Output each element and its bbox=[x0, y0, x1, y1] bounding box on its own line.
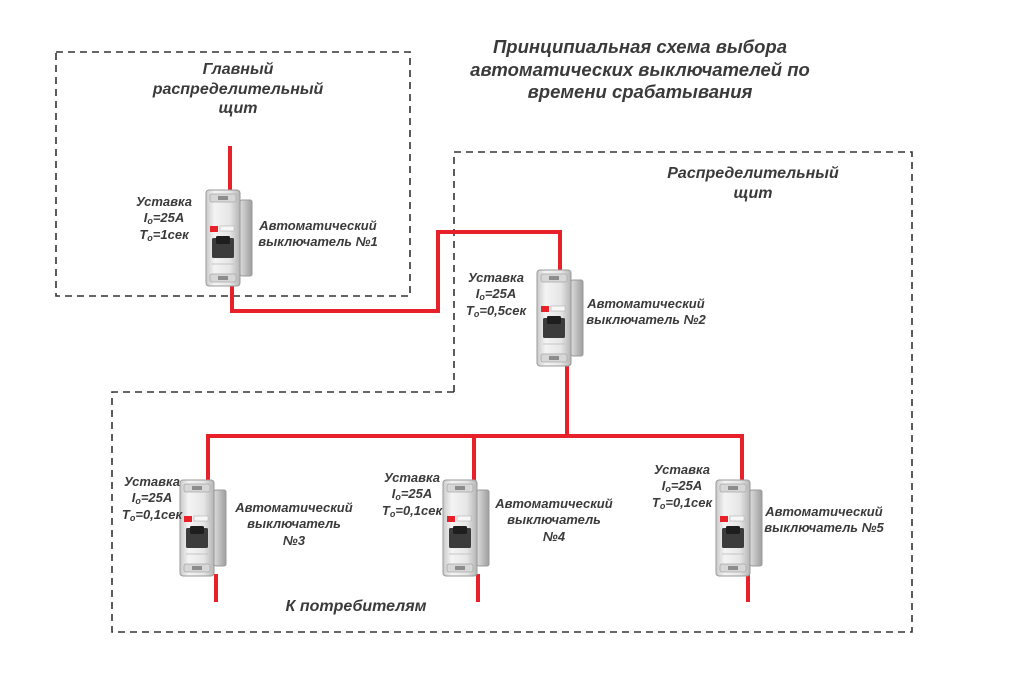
distribution-panel-label: Распределительный щит bbox=[648, 164, 858, 203]
title-line-2: автоматических выключателей по bbox=[470, 58, 810, 80]
time-value: =0,5сек bbox=[479, 302, 527, 318]
consumers-panel-border bbox=[111, 391, 913, 633]
subscript: о bbox=[473, 308, 480, 319]
setting-time: Tо=0,1сек bbox=[366, 503, 458, 519]
breaker-5-setting: Уставка Iо=25А Tо=0,1сек bbox=[636, 462, 728, 511]
setting-current: Iо=25А bbox=[636, 478, 728, 494]
main-panel-label-line: Главный bbox=[202, 61, 274, 78]
breaker-name-line: Автоматический bbox=[259, 218, 377, 233]
setting-current: Iо=25А bbox=[106, 490, 198, 506]
time-symbol: T bbox=[139, 226, 148, 242]
subscript: о bbox=[129, 512, 136, 523]
setting-title: Уставка bbox=[383, 470, 440, 485]
current-symbol: I bbox=[131, 490, 136, 506]
breaker-name-line: Автоматический bbox=[587, 296, 705, 311]
time-symbol: T bbox=[651, 494, 660, 510]
breaker-3-name: Автоматический выключатель №3 bbox=[224, 500, 364, 549]
current-symbol: I bbox=[143, 210, 148, 226]
breaker-name-line: №4 bbox=[542, 528, 566, 544]
breaker-name-line: выключатель №2 bbox=[586, 312, 706, 328]
setting-time: Tо=0,5сек bbox=[450, 303, 542, 319]
subscript: о bbox=[479, 292, 485, 303]
subscript: о bbox=[389, 508, 396, 519]
time-value: =1сек bbox=[152, 226, 189, 242]
time-symbol: T bbox=[465, 302, 474, 318]
breaker-2-setting: Уставка Iо=25А Tо=0,5сек bbox=[450, 270, 542, 319]
breaker-1-setting: Уставка Iо=25А Tо=1сек bbox=[124, 194, 204, 243]
setting-title: Уставка bbox=[135, 194, 192, 209]
time-value: =0,1сек bbox=[135, 506, 183, 522]
current-value: =25А bbox=[140, 490, 173, 506]
current-symbol: I bbox=[391, 486, 396, 502]
breaker-2-name: Автоматический выключатель №2 bbox=[576, 296, 716, 329]
current-value: =25А bbox=[152, 210, 185, 226]
breaker-4-name: Автоматический выключатель №4 bbox=[484, 496, 624, 545]
setting-current: Iо=25А bbox=[366, 486, 458, 502]
current-value: =25А bbox=[670, 478, 703, 494]
wires bbox=[206, 146, 750, 602]
wire-qf1-to-qf2 bbox=[230, 230, 562, 313]
subscript: о bbox=[395, 492, 401, 503]
main-panel-label: Главный распределительный щит bbox=[128, 60, 348, 119]
breaker-name-line: Автоматический bbox=[495, 496, 613, 511]
time-symbol: T bbox=[121, 506, 130, 522]
subscript: о bbox=[659, 500, 666, 511]
breaker-name-line: Автоматический bbox=[765, 504, 883, 519]
setting-time: Tо=1сек bbox=[124, 227, 204, 243]
diagram-title: Принципиальная схема выбора автоматическ… bbox=[440, 36, 840, 104]
subscript: о bbox=[147, 232, 153, 243]
title-line-1: Принципиальная схема выбора bbox=[492, 36, 788, 57]
setting-title: Уставка bbox=[123, 474, 180, 489]
breaker-4-setting: Уставка Iо=25А Tо=0,1сек bbox=[366, 470, 458, 519]
setting-current: Iо=25А bbox=[450, 286, 542, 302]
current-symbol: I bbox=[475, 286, 480, 302]
subscript: о bbox=[147, 216, 153, 227]
subscript: о bbox=[665, 484, 671, 495]
panel-borders bbox=[55, 51, 913, 633]
main-panel-border bbox=[55, 51, 411, 297]
consumers-label: К потребителям bbox=[285, 598, 427, 615]
setting-title: Уставка bbox=[467, 270, 524, 285]
current-value: =25А bbox=[484, 286, 517, 302]
time-value: =0,1сек bbox=[665, 494, 713, 510]
breaker-1-name: Автоматический выключатель №1 bbox=[248, 218, 388, 251]
breaker-name-line: выключатель №1 bbox=[258, 234, 378, 250]
setting-current: Iо=25А bbox=[124, 210, 204, 226]
time-symbol: T bbox=[381, 502, 390, 518]
setting-time: Tо=0,1сек bbox=[106, 507, 198, 523]
distribution-panel-border bbox=[453, 151, 913, 392]
time-value: =0,1сек bbox=[395, 502, 443, 518]
main-panel-label-line: распределительный bbox=[152, 80, 324, 98]
setting-title: Уставка bbox=[653, 462, 710, 477]
breaker-name-line: выключатель №5 bbox=[764, 520, 884, 536]
setting-time: Tо=0,1сек bbox=[636, 495, 728, 511]
subscript: о bbox=[135, 496, 141, 507]
breaker-name-line: выключатель bbox=[247, 516, 341, 532]
current-value: =25А bbox=[400, 486, 433, 502]
title-line-3: времени срабатывания bbox=[527, 81, 753, 103]
main-panel-label-line: щит bbox=[218, 100, 258, 118]
breaker-1-icon bbox=[205, 189, 253, 287]
breaker-name-line: выключатель bbox=[507, 512, 601, 528]
current-symbol: I bbox=[661, 478, 666, 494]
breaker-name-line: Автоматический bbox=[235, 500, 353, 515]
distribution-panel-label-line: Распределительный bbox=[667, 165, 839, 182]
distribution-panel-label-line: щит bbox=[733, 184, 773, 202]
breaker-name-line: №3 bbox=[282, 532, 306, 548]
breaker-3-setting: Уставка Iо=25А Tо=0,1сек bbox=[106, 474, 198, 523]
breaker-5-name: Автоматический выключатель №5 bbox=[754, 504, 894, 537]
